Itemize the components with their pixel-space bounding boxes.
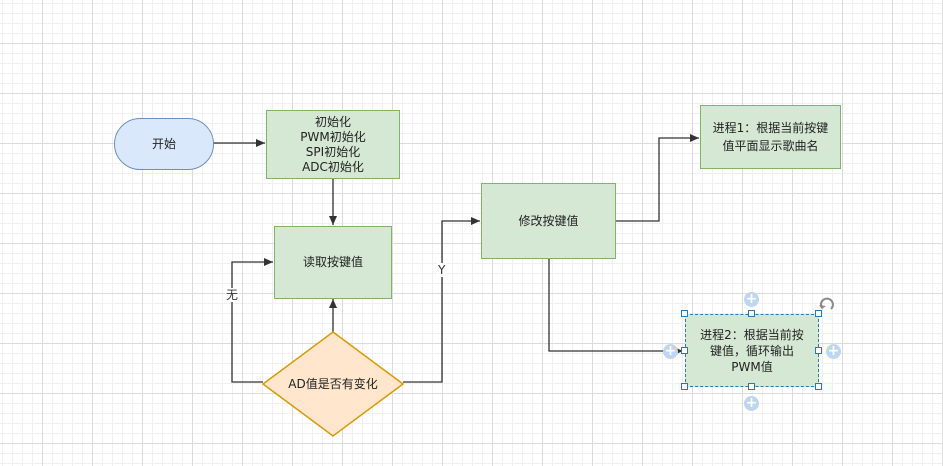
edge-decision-no-loop[interactable] [231, 258, 273, 383]
resize-handle-n[interactable] [748, 310, 755, 317]
start-node[interactable]: 开始 [114, 118, 214, 170]
edge-decision-yes[interactable] [403, 217, 480, 383]
read-key-label: 读取按键值 [302, 255, 363, 269]
decision-diamond[interactable] [261, 331, 405, 437]
edge-modify-to-process1[interactable] [616, 134, 699, 222]
decision-label: AD值是否有变化 [288, 377, 378, 391]
init-node[interactable]: 初始化 PWM初始化 SPI初始化 ADC初始化 [266, 110, 400, 179]
resize-handle-s[interactable] [748, 383, 755, 390]
process2-label: 进程2：根据当前按键值，循环输出PWM值 [700, 327, 804, 374]
rotate-icon[interactable] [818, 296, 836, 314]
resize-handle-w[interactable] [681, 347, 688, 354]
init-line-2: PWM初始化 [300, 129, 366, 144]
plus-icon[interactable]: + [663, 343, 678, 359]
modify-key-label: 修改按键值 [518, 213, 579, 228]
resize-handle-ne[interactable] [815, 310, 822, 317]
resize-handle-se[interactable] [815, 383, 822, 390]
edge-modify-to-process2[interactable] [548, 259, 683, 355]
read-key-node[interactable]: 读取按键值 [274, 226, 392, 299]
plus-icon[interactable]: + [744, 395, 759, 411]
init-line-1: 初始化 [314, 114, 351, 129]
process1-label: 进程1：根据当前按键值平面显示歌曲名 [712, 121, 829, 153]
init-line-3: SPI初始化 [305, 144, 361, 159]
resize-handle-e[interactable] [815, 347, 822, 354]
init-line-4: ADC初始化 [302, 159, 364, 174]
edge-label-yes: Y [437, 263, 447, 277]
process2-node[interactable]: 进程2：根据当前按键值，循环输出PWM值 [685, 314, 819, 387]
resize-handle-sw[interactable] [681, 383, 688, 390]
modify-key-node[interactable]: 修改按键值 [481, 183, 616, 259]
edge-label-none: 无 [225, 288, 240, 302]
process1-node[interactable]: 进程1：根据当前按键值平面显示歌曲名 [700, 105, 841, 169]
resize-handle-nw[interactable] [681, 310, 688, 317]
plus-icon[interactable]: + [744, 291, 759, 307]
start-node-label: 开始 [151, 136, 176, 151]
plus-icon[interactable]: + [826, 343, 841, 359]
